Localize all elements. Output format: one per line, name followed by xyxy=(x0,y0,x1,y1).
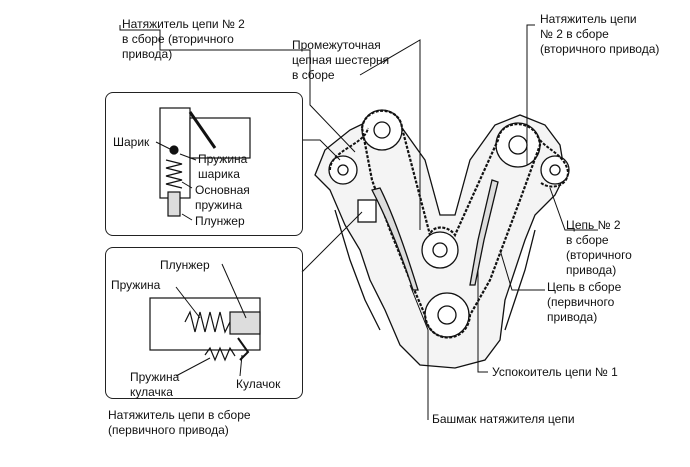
crank-sprocket-hub xyxy=(437,305,457,325)
top-plunger xyxy=(167,191,181,217)
left-secondary-chain xyxy=(329,127,369,171)
bottom-spring xyxy=(184,310,231,334)
top-main-spring xyxy=(165,159,183,189)
leader-damper1 xyxy=(477,270,488,373)
top-tensioner-arm xyxy=(188,111,217,149)
label-idler-gear: Промежуточная цепная шестерня в сборе xyxy=(292,38,390,82)
label-chain-primary: Цепь в сборе (первичного привода) xyxy=(547,280,622,324)
top-detail-inset xyxy=(105,92,303,236)
right-secondary-chain xyxy=(539,139,570,188)
label-plunger-top: Плунжер xyxy=(195,214,245,228)
tensioner-slipper xyxy=(371,187,419,291)
left-cam-sprocket-hub xyxy=(373,121,391,139)
label-plunger-bottom: Плунжер xyxy=(160,258,210,272)
leader-cam xyxy=(239,354,243,377)
leader-spring xyxy=(175,286,201,319)
label-ball-spring: Пружина шарика xyxy=(198,152,248,181)
label-ball: Шарик xyxy=(113,135,150,149)
label-chain2: Цепь № 2 в сборе (вторичного привода) xyxy=(566,218,632,277)
right-small-sprocket xyxy=(540,155,570,185)
block-detail-right xyxy=(504,229,536,331)
bottom-cam-spring xyxy=(204,346,236,362)
idler-gear-hub xyxy=(432,242,448,258)
bottom-detail-inset xyxy=(105,247,303,399)
leader-ball xyxy=(155,141,173,151)
leader-chain-primary xyxy=(499,249,545,291)
label-damper1: Успокоитель цепи № 1 xyxy=(492,365,618,379)
label-tensioner2-right: Натяжитель цепи № 2 в сборе (вторичного … xyxy=(540,12,660,56)
label-cam: Кулачок xyxy=(236,377,281,391)
label-spring: Пружина xyxy=(111,278,161,292)
crank-sprocket xyxy=(424,292,470,338)
label-tensioner-primary: Натяжитель цепи в сборе (первичного прив… xyxy=(108,408,251,437)
leader-inset-bottom xyxy=(301,211,363,273)
bottom-cam xyxy=(237,337,250,361)
leader-slipper xyxy=(409,284,429,420)
label-tensioner-slipper: Башмак натяжителя цепи xyxy=(432,412,575,426)
bottom-tensioner-body xyxy=(149,297,261,351)
leader-idler xyxy=(359,39,421,230)
top-ball xyxy=(169,145,179,155)
leader-ball-spring xyxy=(179,153,197,161)
label-cam-spring: Пружина кулачка xyxy=(130,370,180,399)
right-small-sprocket-hub xyxy=(549,164,561,176)
label-tensioner2-left: Натяжитель цепи № 2 в сборе (вторичного … xyxy=(122,17,245,61)
leader-inset-top xyxy=(302,139,341,161)
leader-tensioner2-right xyxy=(526,24,535,165)
leader-chain2 xyxy=(549,187,598,231)
primary-tensioner-on-engine xyxy=(357,199,377,223)
leader-plunger-top xyxy=(181,213,193,221)
idler-gear xyxy=(421,231,459,269)
leader-tensioner2-left xyxy=(119,25,356,153)
block-detail-left xyxy=(334,209,381,331)
leader-main-spring xyxy=(181,181,193,189)
label-main-spring: Основная пружина xyxy=(195,183,250,212)
leader-cam-spring xyxy=(175,357,211,377)
chain-damper-1 xyxy=(469,179,499,286)
left-small-sprocket-hub xyxy=(337,164,349,176)
leader-plunger-bottom xyxy=(221,263,247,319)
primary-chain xyxy=(360,109,542,339)
